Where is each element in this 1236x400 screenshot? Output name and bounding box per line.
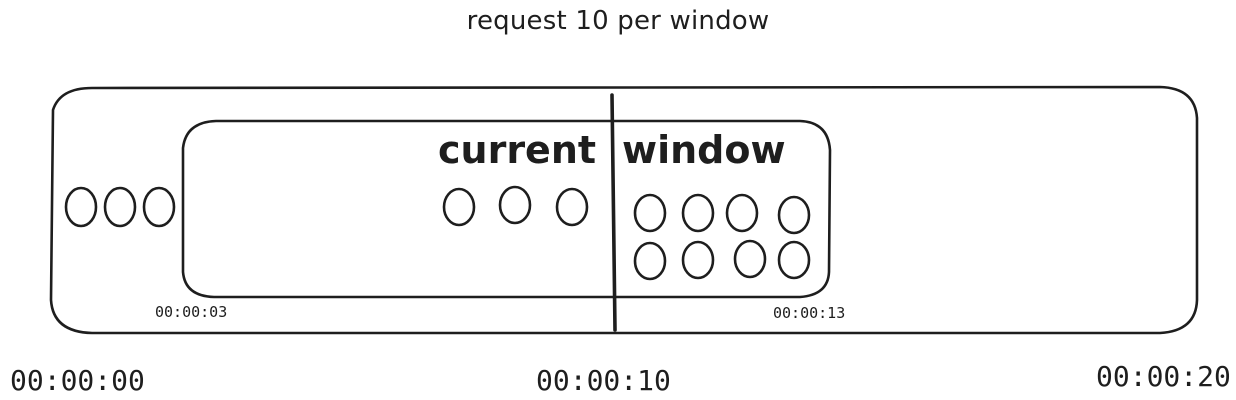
request-circle	[142, 186, 176, 228]
timeline-tick-end: 00:00:20	[1096, 360, 1231, 393]
requests-before-window	[64, 186, 176, 228]
current-window-box	[181, 119, 832, 299]
outer-timeline-box	[49, 85, 1199, 335]
request-circle	[442, 187, 476, 227]
requests-window-second-half	[633, 193, 811, 281]
request-circle	[777, 240, 811, 280]
request-circle	[103, 186, 137, 228]
request-circle	[733, 239, 767, 279]
request-circle	[633, 193, 667, 233]
request-circle	[681, 240, 715, 280]
window-label: window	[622, 128, 786, 172]
midpoint-divider-line	[610, 93, 617, 332]
request-circle	[681, 193, 715, 233]
current-label: current	[438, 128, 597, 172]
request-circle	[777, 195, 811, 235]
requests-window-first-half	[442, 185, 589, 227]
request-circle	[633, 241, 667, 281]
request-circle	[64, 186, 98, 228]
timeline-tick-mid: 00:00:10	[536, 364, 671, 397]
request-circle	[725, 193, 759, 233]
timeline-tick-start: 00:00:00	[10, 364, 145, 397]
diagram-title: request 10 per window	[466, 6, 770, 36]
request-circle	[498, 185, 532, 225]
window-end-time: 00:00:13	[773, 304, 846, 322]
request-circle	[555, 187, 589, 227]
window-start-time: 00:00:03	[155, 303, 228, 321]
